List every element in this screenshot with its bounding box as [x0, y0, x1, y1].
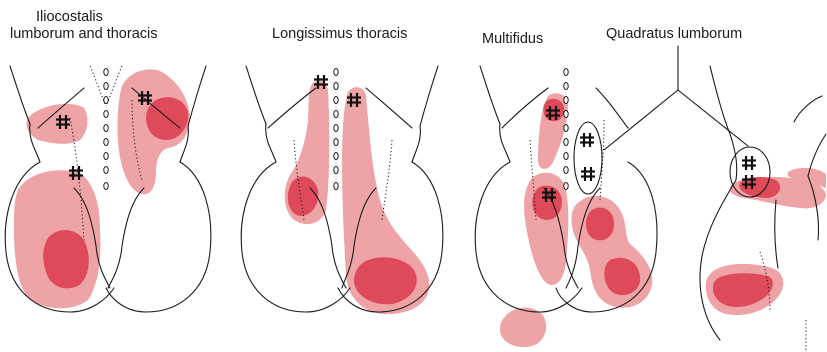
quadratus-leader-lines: [604, 46, 748, 150]
panel-quadratus: [700, 66, 826, 350]
panel-multifidus: [475, 66, 657, 347]
multifidus-callout-ellipse: [574, 122, 602, 194]
trigger-point-hash-icon: [742, 156, 756, 170]
multifidus-pain-core-right-upper: [586, 208, 614, 241]
iliocostalis-pain-core: [43, 230, 89, 288]
trigger-point-hash-icon: [581, 167, 595, 181]
panel-longissimus: [241, 66, 443, 314]
spine-vertebrae: [564, 69, 568, 190]
spine-vertebrae: [104, 69, 108, 190]
trigger-point-hash-icon: [580, 133, 594, 147]
panel-iliocostalis: [5, 66, 211, 312]
spine-vertebrae: [334, 69, 338, 190]
multifidus-pain-zone-bottom: [500, 308, 546, 347]
